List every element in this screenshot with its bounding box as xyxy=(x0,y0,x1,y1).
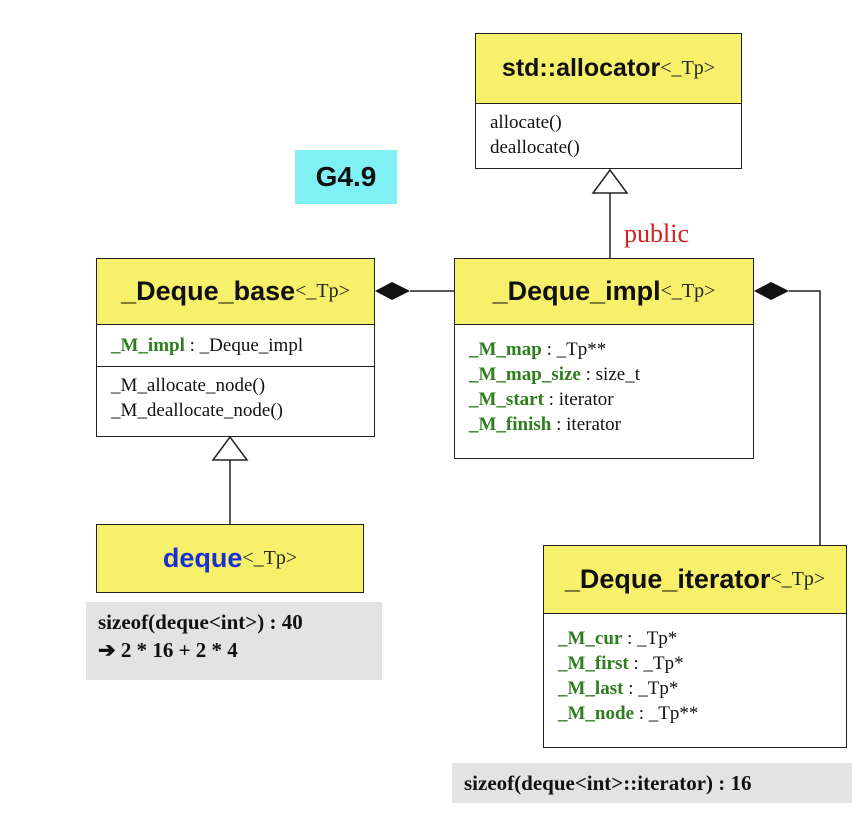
field-name-m-first: _M_first xyxy=(558,653,629,674)
allocator-methods: allocate() deallocate() xyxy=(476,104,741,164)
deque-iterator-tparam: <_Tp> xyxy=(770,568,826,590)
field-type-m-map: : _Tp** xyxy=(541,339,607,360)
field-name-m-impl: _M_impl xyxy=(111,335,185,356)
field-name-m-node: _M_node xyxy=(558,703,634,724)
field-row: _M_last : _Tp* xyxy=(558,676,832,701)
method-deallocate-node: _M_deallocate_node() xyxy=(111,400,283,421)
deque-sizeof-note: sizeof(deque<int>) : 40 ➔ 2 * 16 + 2 * 4 xyxy=(86,602,382,680)
field-name-m-cur: _M_cur xyxy=(558,628,623,649)
deque-class: deque<_Tp> xyxy=(96,524,364,593)
field-name-m-start: _M_start xyxy=(469,389,544,410)
field-row: _M_first : _Tp* xyxy=(558,651,832,676)
deque-iterator-class: _Deque_iterator<_Tp> _M_cur : _Tp* _M_fi… xyxy=(543,545,847,748)
method-allocate-node: _M_allocate_node() xyxy=(111,375,266,396)
method-allocate: allocate() xyxy=(490,112,562,133)
deque-base-tparam: <_Tp> xyxy=(295,280,350,302)
field-type-m-cur: : _Tp* xyxy=(622,628,678,649)
deque-base-fields: _M_impl : _Deque_impl xyxy=(97,325,374,367)
allocator-tparam: <_Tp> xyxy=(660,57,716,79)
public-label-text: public xyxy=(624,219,689,248)
allocator-class: std::allocator<_Tp> allocate() deallocat… xyxy=(475,33,742,169)
base-composition-diamond xyxy=(375,282,410,300)
field-name-m-last: _M_last xyxy=(558,678,624,699)
field-row: _M_start : iterator xyxy=(469,387,739,412)
deque-iterator-name: _Deque_iterator xyxy=(564,564,771,594)
field-type-m-impl: : _Deque_impl xyxy=(184,335,304,356)
field-row: _M_map : _Tp** xyxy=(469,337,739,362)
deque-name: deque xyxy=(162,543,243,573)
base-inherit-arrow xyxy=(211,435,249,461)
version-badge-text: G4.9 xyxy=(315,161,377,192)
field-name-m-map: _M_map xyxy=(469,339,542,360)
field-row: _M_cur : _Tp* xyxy=(558,626,832,651)
impl-composition-diamond xyxy=(754,282,789,300)
deque-sizeof-breakdown: ➔ 2 * 16 + 2 * 4 xyxy=(98,638,238,662)
field-row: _M_map_size : size_t xyxy=(469,362,739,387)
deque-impl-class: _Deque_impl<_Tp> _M_map : _Tp** _M_map_s… xyxy=(454,258,754,459)
field-row: _M_node : _Tp** xyxy=(558,701,832,726)
deque-base-name: _Deque_base xyxy=(121,276,296,306)
iterator-sizeof-line: sizeof(deque<int>::iterator) : 16 xyxy=(464,771,752,795)
deque-base-methods: _M_allocate_node() _M_deallocate_node() xyxy=(97,367,374,427)
deque-impl-name: _Deque_impl xyxy=(492,276,661,306)
deque-tparam: <_Tp> xyxy=(242,547,298,569)
deque-impl-fields: _M_map : _Tp** _M_map_size : size_t _M_s… xyxy=(455,325,753,441)
allocator-name: std::allocator xyxy=(501,54,661,82)
field-name-m-finish: _M_finish xyxy=(469,414,552,435)
field-type-m-first: : _Tp* xyxy=(628,653,684,674)
inheritance-public-label: public xyxy=(624,219,689,249)
field-type-m-finish: : iterator xyxy=(551,414,621,435)
method-deallocate: deallocate() xyxy=(490,137,580,158)
deque-impl-header: _Deque_impl<_Tp> xyxy=(455,259,753,325)
field-type-m-node: : _Tp** xyxy=(634,703,699,724)
deque-impl-tparam: <_Tp> xyxy=(660,280,716,302)
deque-iterator-fields: _M_cur : _Tp* _M_first : _Tp* _M_last : … xyxy=(544,614,846,730)
deque-iterator-header: _Deque_iterator<_Tp> xyxy=(544,546,846,614)
allocator-header: std::allocator<_Tp> xyxy=(476,34,741,104)
impl-iterator-line xyxy=(789,290,821,545)
deque-base-header: _Deque_base<_Tp> xyxy=(97,259,374,325)
version-badge: G4.9 xyxy=(295,150,397,204)
allocator-inherit-arrow xyxy=(591,168,629,194)
field-type-m-map-size: : size_t xyxy=(580,364,640,385)
deque-base-class: _Deque_base<_Tp> _M_impl : _Deque_impl _… xyxy=(96,258,375,437)
field-type-m-start: : iterator xyxy=(543,389,614,410)
field-type-m-last: : _Tp* xyxy=(623,678,679,699)
field-row: _M_finish : iterator xyxy=(469,412,739,437)
iterator-sizeof-note: sizeof(deque<int>::iterator) : 16 xyxy=(452,763,852,803)
deque-sizeof-line: sizeof(deque<int>) : 40 xyxy=(98,610,303,634)
field-name-m-map-size: _M_map_size xyxy=(469,364,581,385)
field-row: _M_impl : _Deque_impl xyxy=(111,333,360,358)
